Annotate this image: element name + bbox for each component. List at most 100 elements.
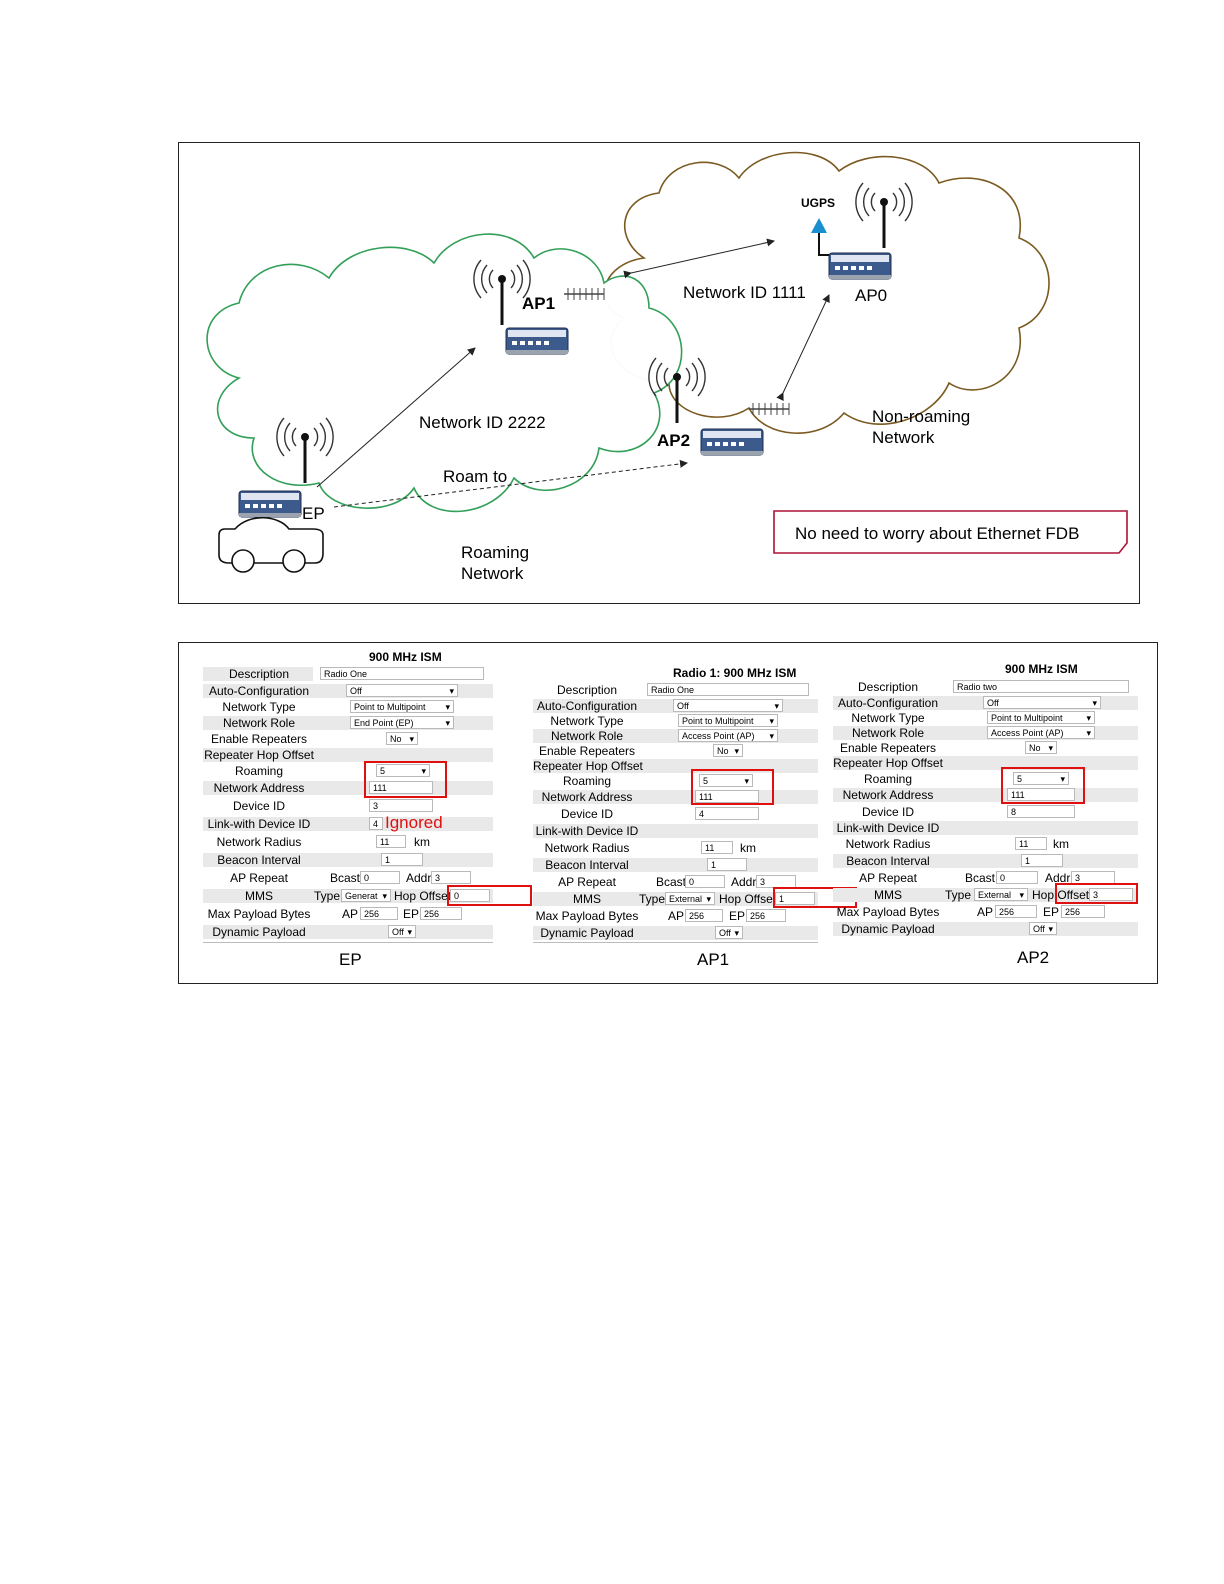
device-id-input[interactable]: 3 [369, 799, 433, 812]
dynamic-payload-label: Dynamic Payload [540, 926, 634, 940]
mms-label: MMS [874, 888, 902, 902]
network-type-label: Network Type [550, 714, 624, 728]
mms-label: MMS [245, 889, 273, 903]
ap-bytes-label: AP [342, 907, 359, 921]
dynamic-payload-select[interactable]: Off [1029, 922, 1057, 935]
ep-bytes-label: EP [729, 909, 746, 923]
description-input[interactable]: Radio two [953, 680, 1129, 693]
network-radius-label: Network Radius [544, 841, 630, 855]
enable-repeaters-label: Enable Repeaters [839, 741, 937, 755]
ep-bytes-input[interactable]: 256 [1061, 905, 1105, 918]
addr-input[interactable]: 3 [431, 871, 471, 884]
roaming-highlight [1001, 767, 1085, 804]
dynamic-payload-select[interactable]: Off [715, 926, 743, 939]
ep-bytes-input[interactable]: 256 [746, 909, 786, 922]
auto-config-select[interactable]: Off [983, 696, 1101, 709]
hop-offset-input[interactable]: 3 [1089, 888, 1133, 901]
enable-repeaters-select[interactable]: No [386, 732, 418, 745]
ap-bytes-label: AP [668, 909, 685, 923]
roaming-select[interactable]: 5 [376, 764, 430, 777]
config-panels: 900 MHz ISM Description Radio One Auto-C… [178, 642, 1158, 984]
network-address-input[interactable]: 111 [369, 781, 433, 794]
ep-bytes-input[interactable]: 256 [420, 907, 462, 920]
ignored-note: Ignored [385, 813, 443, 832]
network-address-input[interactable]: 111 [695, 790, 759, 803]
ep-ap1-link [316, 347, 476, 488]
beacon-interval-label: Beacon Interval [217, 853, 301, 867]
ap2-label: AP2 [657, 431, 690, 450]
ap-bytes-input[interactable]: 256 [360, 907, 398, 920]
ep-device [218, 416, 335, 573]
auto-config-label: Auto-Configuration [837, 696, 939, 710]
roaming-label: Roaming [234, 764, 284, 778]
ap0-device [811, 181, 914, 280]
network-type-label: Network Type [851, 711, 925, 725]
hop-offset-input[interactable]: 0 [450, 889, 490, 902]
device-id-input[interactable]: 8 [1007, 805, 1075, 818]
type-select[interactable]: External [665, 892, 715, 905]
network-role-select[interactable]: Access Point (AP) [987, 726, 1095, 739]
ap-bytes-input[interactable]: 256 [995, 905, 1037, 918]
ap-repeat-label: AP Repeat [859, 871, 917, 885]
network-role-select[interactable]: Access Point (AP) [678, 729, 778, 742]
network-type-select[interactable]: Point to Multipoint [678, 714, 778, 727]
radius-unit: km [1053, 837, 1069, 851]
bcast-label: Bcast [330, 871, 361, 885]
network-radius-label: Network Radius [845, 837, 931, 851]
dynamic-payload-label: Dynamic Payload [212, 925, 306, 939]
hop-offset-input[interactable]: 1 [775, 892, 815, 905]
bcast-label: Bcast [656, 875, 687, 889]
description-input[interactable]: Radio One [320, 667, 484, 680]
hop-offset-highlight [447, 885, 532, 906]
beacon-interval-input[interactable]: 1 [1021, 854, 1063, 867]
panel-title: 900 MHz ISM [1005, 662, 1078, 676]
hop-offset-label: Hop Offset [394, 889, 452, 903]
device-id-input[interactable]: 4 [695, 807, 759, 820]
network-type-select[interactable]: Point to Multipoint [987, 711, 1095, 724]
enable-repeaters-select[interactable]: No [1025, 741, 1057, 754]
network-role-label: Network Role [851, 726, 925, 740]
network-radius-input[interactable]: 11 [376, 835, 406, 848]
roam-path [333, 459, 688, 508]
type-select[interactable]: External [974, 888, 1028, 901]
bcast-input[interactable]: 0 [360, 871, 400, 884]
beacon-interval-input[interactable]: 1 [381, 853, 423, 866]
bcast-input[interactable]: 0 [685, 875, 725, 888]
ap-bytes-input[interactable]: 256 [685, 909, 723, 922]
dynamic-payload-select[interactable]: Off [388, 925, 416, 938]
link-with-device-id-label: Link-with Device ID [836, 821, 940, 835]
mms-label: MMS [573, 892, 601, 906]
type-select[interactable]: Generat [341, 889, 391, 902]
link-with-device-id-input[interactable]: 4 [369, 817, 383, 830]
roaming-network-label-2: Network [461, 564, 524, 583]
network-type-select[interactable]: Point to Multipoint [350, 700, 454, 713]
roaming-label: Roaming [863, 772, 913, 786]
roaming-select[interactable]: 5 [699, 774, 753, 787]
non-roaming-network-label: Non-roaming [872, 407, 970, 426]
network-role-select[interactable]: End Point (EP) [350, 716, 454, 729]
beacon-interval-input[interactable]: 1 [707, 858, 747, 871]
ap1-label: AP1 [522, 294, 555, 313]
bcast-input[interactable]: 0 [996, 871, 1038, 884]
non-roaming-network-label-2: Network [872, 428, 935, 447]
max-payload-label: Max Payload Bytes [836, 905, 940, 919]
fdb-note: No need to worry about Ethernet FDB [773, 510, 1128, 554]
auto-config-select[interactable]: Off [673, 699, 783, 712]
description-input[interactable]: Radio One [647, 683, 809, 696]
ugps-antenna-icon [811, 218, 827, 233]
network-radius-input[interactable]: 11 [701, 841, 733, 854]
type-label: Type [639, 892, 666, 906]
auto-config-select[interactable]: Off [346, 684, 458, 697]
ap1-config-panel: Radio 1: 900 MHz ISM Description Radio O… [533, 665, 857, 955]
roaming-select[interactable]: 5 [1013, 772, 1069, 785]
ugps-label: UGPS [801, 196, 835, 210]
network-role-label: Network Role [550, 729, 624, 743]
link-with-device-id-label: Link-with Device ID [535, 824, 639, 838]
device-id-label: Device ID [861, 805, 914, 819]
network-address-input[interactable]: 111 [1007, 788, 1075, 801]
network-type-label: Network Type [222, 700, 296, 714]
hop-offset-label: Hop Offset [719, 892, 777, 906]
ap2-config-panel: 900 MHz ISM Description Radio two Auto-C… [833, 661, 1143, 951]
network-radius-input[interactable]: 11 [1015, 837, 1047, 850]
enable-repeaters-select[interactable]: No [713, 744, 743, 757]
